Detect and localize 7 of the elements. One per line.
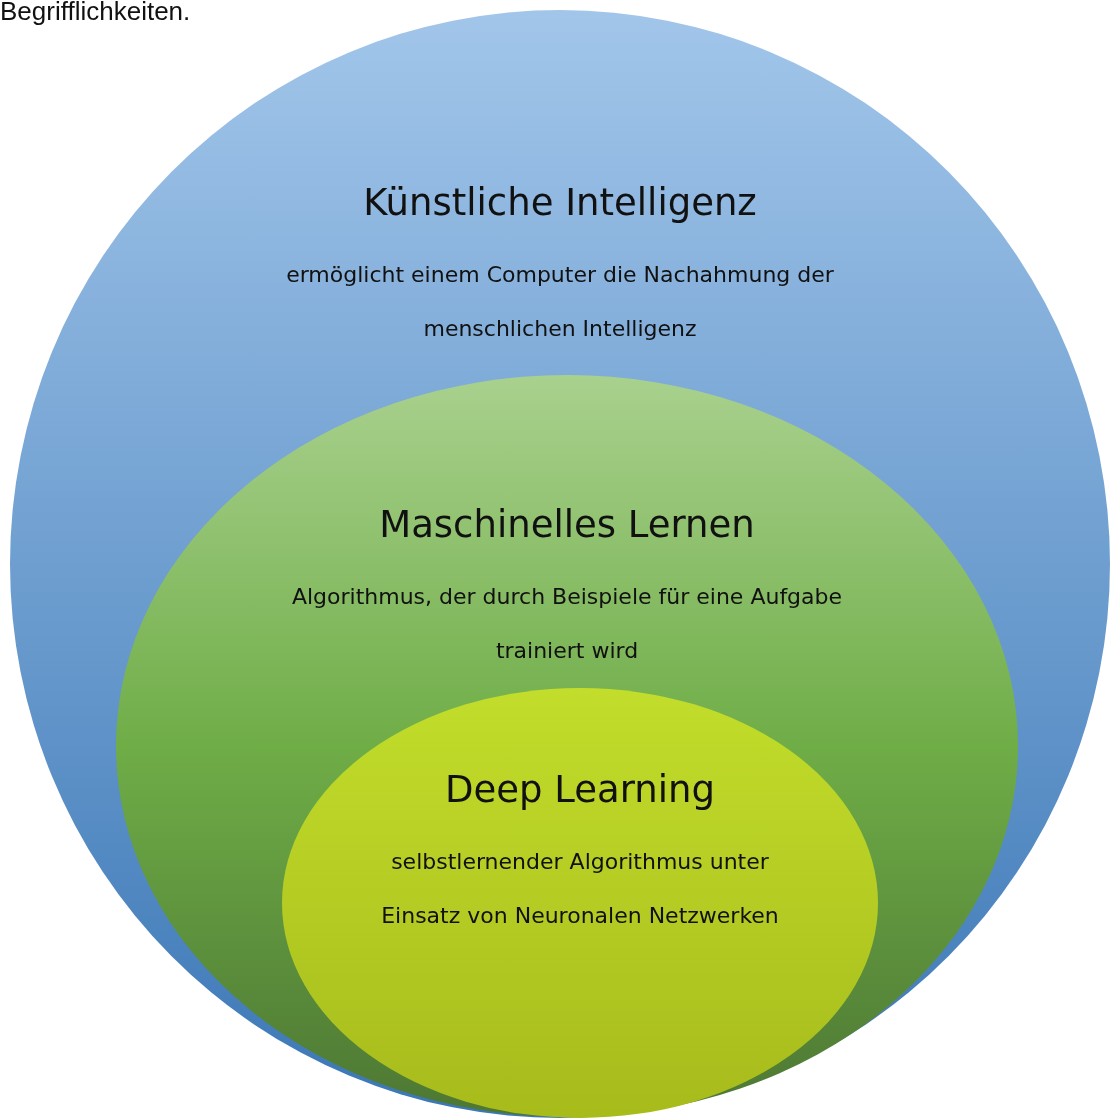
- ellipse-description: Algorithmus, der durch Beispiele für eine Aufgabe trainiert wird: [290, 583, 844, 665]
- ellipse-description: selbstlernender Algorithmus unter Einsatz von Neuronalen Netzwerken: [380, 848, 780, 930]
- ellipse-description: ermöglicht einem Computer die Nachahmung der menschlichen Intelligenz: [285, 261, 835, 343]
- ellipse-heading: Maschinelles Lernen: [379, 502, 755, 548]
- ellipse-heading: Deep Learning: [445, 767, 715, 813]
- ellipse-heading: Künstliche Intelligenz: [363, 180, 757, 226]
- caption-text: Begrifflichkeiten.: [0, 0, 191, 27]
